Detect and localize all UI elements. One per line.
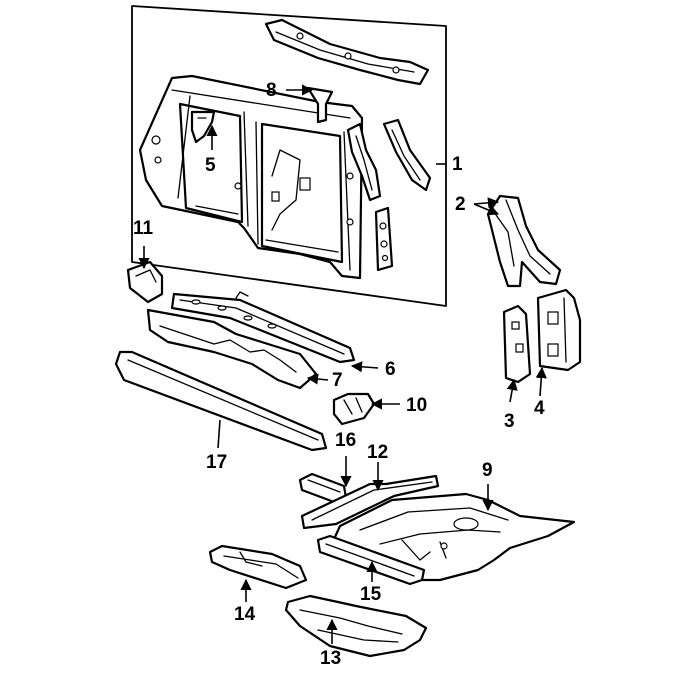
quarter-inner-pillar-part — [486, 194, 562, 288]
callout-15: 15 — [360, 584, 382, 605]
gusset-part — [190, 110, 216, 144]
callout-4: 4 — [534, 398, 545, 419]
side-assembly-frame-box — [131, 5, 447, 307]
callout-10: 10 — [406, 395, 427, 416]
rocker-inner-reinforcement-part — [170, 291, 356, 364]
rear-body-pillar-part — [536, 288, 582, 372]
roof-bow-bracket-part — [306, 86, 334, 124]
rocker-inner-panel-part — [146, 308, 318, 390]
callout-12: 12 — [367, 442, 388, 463]
callout-16: 16 — [335, 430, 356, 451]
rear-floor-pan-part — [284, 594, 428, 658]
side-panel-part — [138, 74, 364, 280]
callout-11: 11 — [133, 218, 154, 239]
hinge-pillar-bracket-part — [126, 260, 164, 304]
lock-pillar-reinforcement — [374, 206, 394, 272]
floor-pan-bracket-part — [332, 392, 376, 426]
callout-3: 3 — [504, 411, 515, 432]
roof-rail-part — [264, 18, 430, 86]
callout-1: 1 — [452, 154, 463, 175]
callout-leaders — [138, 84, 547, 644]
callout-6: 6 — [385, 359, 396, 380]
callout-5: 5 — [205, 155, 216, 176]
callout-17: 17 — [206, 452, 227, 473]
callout-7: 7 — [332, 370, 343, 391]
pillar-panel-part — [502, 304, 532, 384]
callout-9: 9 — [482, 460, 493, 481]
callout-13: 13 — [320, 648, 341, 669]
callout-2: 2 — [455, 194, 466, 215]
floor-side-rail-part — [316, 534, 426, 586]
callout-8: 8 — [266, 80, 277, 101]
callout-14: 14 — [234, 604, 256, 625]
seat-bracket-tray-part — [208, 544, 308, 590]
quarter-upper-brackets — [346, 118, 432, 202]
rocker-outer-panel-part — [114, 350, 328, 452]
